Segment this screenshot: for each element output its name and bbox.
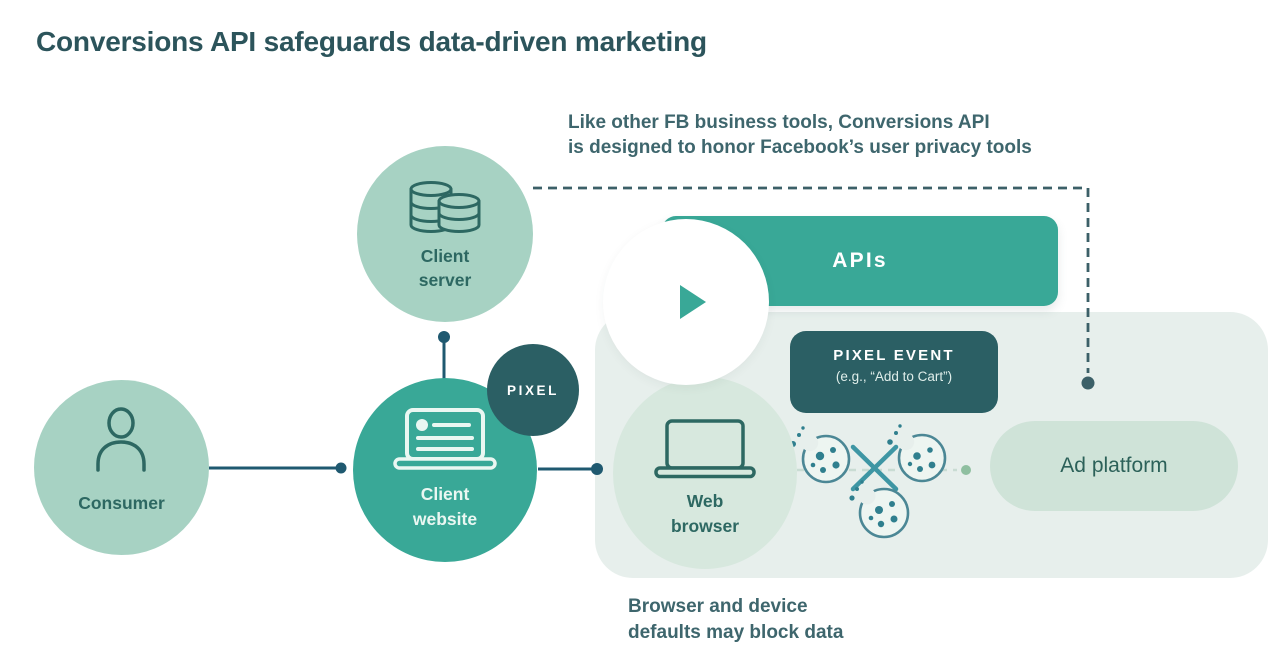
- server-to-adplatform-dashed-connector: [533, 186, 1095, 390]
- node-consumer: Consumer: [34, 380, 209, 555]
- client-website-label: Client website: [412, 484, 478, 529]
- web-browser-label: Web browser: [670, 491, 740, 536]
- pixel-event-sublabel: (e.g., “Add to Cart”): [835, 369, 953, 384]
- database-icon: [409, 181, 481, 233]
- node-client-server: Client server: [357, 146, 533, 322]
- play-button[interactable]: [603, 219, 769, 385]
- browser-block-note: Browser and device defaults may block da…: [628, 596, 844, 643]
- x-blocked-icon: [850, 444, 899, 492]
- node-web-browser: Web browser: [613, 377, 797, 569]
- server-to-website-connector: [438, 331, 450, 379]
- consumer-to-website-connector: [209, 462, 347, 474]
- node-ad-platform: Ad platform: [990, 421, 1238, 511]
- cookie-icon: [790, 426, 851, 484]
- person-icon: [96, 407, 146, 472]
- slide-title: Conversions API safeguards data-driven m…: [36, 26, 707, 57]
- privacy-note: Like other FB business tools, Conversion…: [568, 112, 1032, 158]
- cookie-icon: [849, 480, 910, 539]
- pixel-event-box: PIXEL EVENT (e.g., “Add to Cart”): [790, 331, 998, 413]
- pixel-event-label: PIXEL EVENT: [833, 347, 955, 364]
- website-to-browser-connector: [538, 463, 603, 475]
- pixel-label: PIXEL: [506, 382, 559, 398]
- play-icon: [680, 285, 706, 319]
- apis-label: APIs: [832, 249, 888, 272]
- laptop-icon: [393, 408, 497, 470]
- ad-platform-label: Ad platform: [1060, 454, 1168, 477]
- consumer-label: Consumer: [78, 493, 165, 513]
- cookie-icon: [887, 424, 947, 483]
- client-server-label: Client server: [418, 246, 472, 290]
- pixel-badge: PIXEL: [487, 344, 579, 436]
- browser-laptop-icon: [654, 419, 756, 479]
